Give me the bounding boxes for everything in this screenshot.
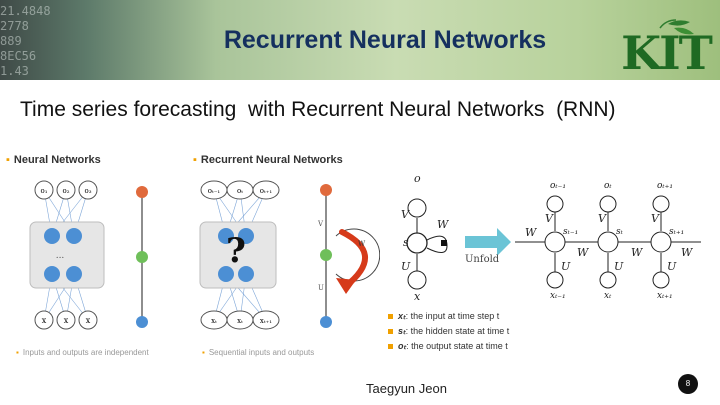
folded-o-label: o xyxy=(414,172,421,185)
unfold-u-label: U xyxy=(561,260,571,273)
logo-text: KIT xyxy=(621,26,713,80)
rnn-title-text: Recurrent Neural Networks xyxy=(200,154,343,166)
bullet-icon xyxy=(388,329,393,335)
step-x-label: xₜ₋₁ xyxy=(550,291,566,301)
nn-output-node: o₁ xyxy=(40,187,47,195)
bullet-icon: ▪ xyxy=(6,154,10,166)
nn-ellipsis: ... xyxy=(56,251,65,261)
bullet-icon: ▪ xyxy=(193,154,197,166)
rnn-output-node: oₜ₊₁ xyxy=(260,187,273,195)
nn-diagram: ... o₁ o₂ o₃ x x x xyxy=(29,180,148,330)
bullet-icon xyxy=(388,314,393,320)
legend-item: oₜ: the output state at time t xyxy=(388,339,509,354)
unfold-w-label: W xyxy=(681,246,694,259)
rnn-panel-title: ▪Recurrent Neural Networks xyxy=(193,154,343,166)
nn-input-node: x xyxy=(86,316,91,325)
unfold-w-label: W xyxy=(577,246,590,259)
rnn-caption-text: Sequential inputs and outputs xyxy=(208,348,315,357)
rnn-input-node: xₜ xyxy=(237,317,243,325)
unfold-label: Unfold xyxy=(465,254,500,265)
step-s-label: sₜ₋₁ xyxy=(563,227,578,237)
page-number: 8 xyxy=(678,374,698,394)
background-digits: 21.4848 2778 889 8EC56 1.43 xyxy=(0,4,51,78)
rnn-output-node: oₜ xyxy=(237,187,243,195)
step-s-label: sₜ xyxy=(616,227,624,237)
author-name: Taegyun Jeon xyxy=(366,381,447,396)
folded-s-label: s xyxy=(403,236,409,249)
unfold-v-label: V xyxy=(598,212,607,225)
recurrence-arrow-icon xyxy=(336,278,356,294)
slide-subtitle: Time series forecasting with Recurrent N… xyxy=(20,98,616,121)
unfold-v-label: V xyxy=(651,212,660,225)
unfold-diagram: o V W s U x Unfold oₜ₋₁ sₜ₋₁ xₜ₋₁ oₜ sₜ … xyxy=(401,172,701,303)
folded-w-label: W xyxy=(437,218,450,231)
notation-legend: xₜ: the input at time step t sₜ: the hid… xyxy=(388,309,509,354)
unfold-w-label: W xyxy=(525,226,538,239)
unfold-u-label: U xyxy=(667,260,677,273)
kit-logo: KIT xyxy=(620,18,713,80)
step-x-label: xₜ xyxy=(604,291,612,301)
question-mark: ? xyxy=(226,231,246,271)
step-x-label: xₜ₊₁ xyxy=(657,291,673,301)
nn-title-text: Neural Networks xyxy=(13,154,101,166)
rnn-output-node: oₜ₋₁ xyxy=(208,187,221,195)
rnn-caption: ▪Sequential inputs and outputs xyxy=(202,348,315,357)
step-o-label: oₜ xyxy=(604,181,612,191)
legend-item: sₜ: the hidden state at time t xyxy=(388,324,509,339)
nn-input-node: x xyxy=(42,316,47,325)
rnn-w-label: W xyxy=(358,240,366,248)
folded-x-label: x xyxy=(414,290,421,303)
header-banner: 21.4848 2778 889 8EC56 1.43 Recurrent Ne… xyxy=(0,0,720,80)
rnn-input-node: xₜ xyxy=(211,317,217,325)
step-o-label: oₜ₋₁ xyxy=(550,181,566,191)
bullet-icon xyxy=(388,344,393,350)
unfold-v-label: V xyxy=(545,212,554,225)
folded-u-label: U xyxy=(401,260,411,273)
rnn-input-node: xₜ₊₁ xyxy=(260,317,272,325)
rnn-diagram: ? oₜ₋₁ oₜ oₜ₊₁ xₜ xₜ xₜ₊₁ V U W xyxy=(199,180,380,330)
unfold-arrow-icon xyxy=(465,228,511,256)
step-o-label: oₜ₊₁ xyxy=(657,181,673,191)
nn-caption: ▪Inputs and outputs are independent xyxy=(16,348,149,357)
unfold-u-label: U xyxy=(614,260,624,273)
leaf-icon xyxy=(659,19,694,35)
nn-output-node: o₂ xyxy=(62,187,69,195)
nn-caption-text: Inputs and outputs are independent xyxy=(22,348,149,357)
folded-v-label: V xyxy=(401,208,410,221)
rnn-v-label: V xyxy=(317,220,324,228)
rnn-u-label: U xyxy=(318,284,324,292)
slide-title: Recurrent Neural Networks xyxy=(223,26,547,54)
step-s-label: sₜ₊₁ xyxy=(669,227,684,237)
legend-item: xₜ: the input at time step t xyxy=(388,309,509,324)
nn-panel-title: ▪Neural Networks xyxy=(6,154,101,166)
unfold-w-label: W xyxy=(631,246,644,259)
nn-output-node: o₃ xyxy=(84,187,91,195)
nn-input-node: x xyxy=(64,316,69,325)
